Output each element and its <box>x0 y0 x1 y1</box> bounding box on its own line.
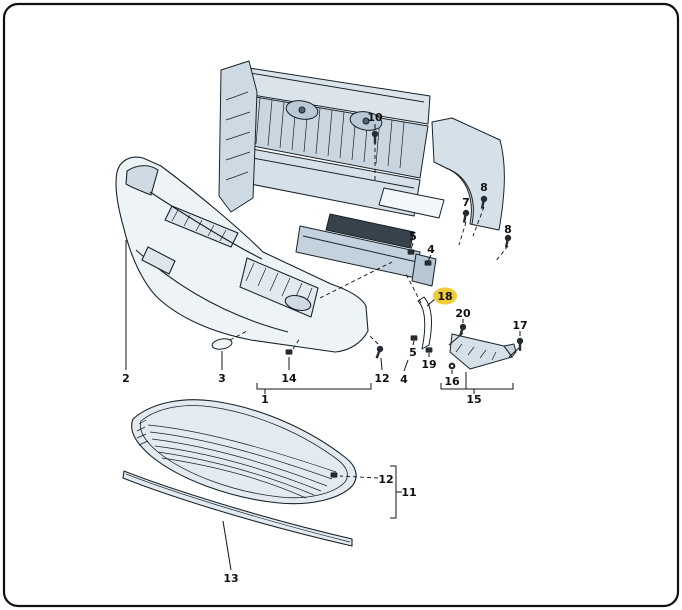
bracket-15-hatch <box>455 343 497 361</box>
callout-12-a: 12 <box>374 372 389 385</box>
fog-lamp-opening <box>284 294 312 312</box>
carrier-end-bracket <box>411 253 437 287</box>
callout-20: 20 <box>455 307 471 320</box>
callout-15: 15 <box>466 393 481 406</box>
callout-16: 16 <box>444 375 460 388</box>
callout-17: 17 <box>512 319 527 332</box>
grille-inner-line <box>139 405 348 499</box>
body-structure <box>218 60 505 287</box>
bumper-side-vent <box>141 246 176 275</box>
bumper-upper-grille <box>164 205 239 248</box>
lower-grille <box>131 399 357 505</box>
right-fender-panel <box>431 117 505 231</box>
center-grille-hatch <box>245 262 313 304</box>
callout-7: 7 <box>462 196 470 209</box>
callout-4-a: 4 <box>427 243 435 256</box>
headlight-opening <box>378 187 445 219</box>
tow-eye-cover <box>211 338 233 350</box>
bumper-headlight-cutout <box>125 165 159 196</box>
clip-icon <box>285 349 293 355</box>
bracket-callout-15 <box>440 383 514 390</box>
leader-lines <box>125 124 521 571</box>
callout-10: 10 <box>367 111 383 124</box>
callout-19: 19 <box>421 358 436 371</box>
bracket-part-15 <box>449 333 513 370</box>
grille-slats <box>136 419 337 499</box>
bracket-callout-1 <box>256 383 372 390</box>
clip-icon <box>425 347 433 353</box>
left-panel-hatch <box>225 91 251 181</box>
dashed-leaders <box>229 141 509 479</box>
strip-inner-line <box>125 473 351 543</box>
callout-labels: 10 8 7 8 5 4 18 20 17 5 19 16 12 4 14 3 … <box>122 111 527 585</box>
callout-12-b: 12 <box>378 473 393 486</box>
callout-18: 18 <box>437 290 452 303</box>
highlight-ellipse-18 <box>433 287 457 305</box>
left-apron-panel <box>218 60 258 213</box>
nut-icon <box>448 362 456 370</box>
clip-icon <box>330 472 338 478</box>
clip-icon <box>407 249 415 255</box>
callout-4-b: 4 <box>400 373 408 386</box>
wheel-arch-line <box>445 167 474 225</box>
clip-icon <box>424 260 432 266</box>
callout-11: 11 <box>401 486 416 499</box>
clip-icon <box>410 335 418 341</box>
callout-8-a: 8 <box>480 181 488 194</box>
callout-5-a: 5 <box>409 230 417 243</box>
callout-8-b: 8 <box>504 223 512 236</box>
callout-5-b: 5 <box>409 346 417 359</box>
callout-14: 14 <box>281 372 297 385</box>
callout-13: 13 <box>223 572 238 585</box>
bracket-part-18 <box>417 296 432 350</box>
grille-slot <box>325 213 415 249</box>
bumper-cover <box>115 156 369 353</box>
lower-grille-group <box>122 399 357 547</box>
callout-1: 1 <box>261 393 269 406</box>
callout-3: 3 <box>218 372 226 385</box>
bumper-crease-upper <box>149 191 263 260</box>
callout-2: 2 <box>122 372 130 385</box>
